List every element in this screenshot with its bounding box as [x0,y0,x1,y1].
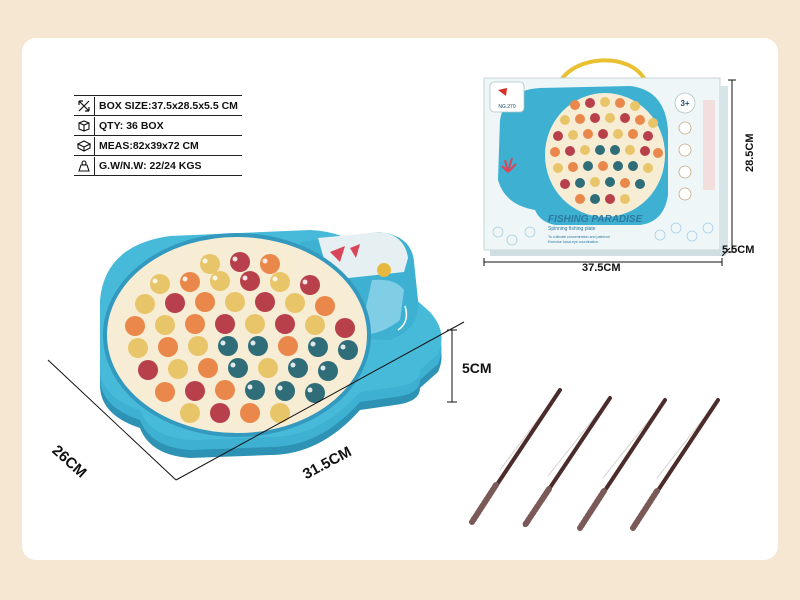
box-title: FISHING PARADISE [548,214,643,225]
spec-row-box-size: BOX SIZE:37.5x28.5x5.5 CM [74,95,242,116]
box-width-label: 37.5CM [582,262,621,274]
box-subtitle: Spinning fishing plate [548,226,596,232]
box-brand: NG.270 [498,104,515,110]
fishing-rod-4 [630,398,720,531]
package-box: NG.270 3+ FISHING PARADISE Spinning fish… [483,58,728,256]
meas-icon [74,136,95,155]
qty-text: QTY: 36 BOX [99,119,164,132]
fishing-rod-3 [577,398,667,531]
box-fish-grid [550,97,663,204]
weight-icon [74,156,95,175]
box-depth-label: 5.5CM [722,244,755,256]
spec-row-qty: QTY: 36 BOX [74,116,242,136]
weight-text: G.W/N.W: 22/24 KGS [99,159,202,172]
fishing-rod-1 [469,388,562,525]
spec-row-meas: MEAS:82x39x72 CM [74,136,242,156]
toy-height-label: 5CM [462,360,492,376]
box-age: 3+ [680,99,689,108]
box-size-icon [74,96,95,115]
qty-icon [74,116,95,135]
box-bullet-2: Exercise hand-eye coordination [548,240,598,244]
fishing-rod-2 [522,396,612,528]
spec-row-weight: G.W/N.W: 22/24 KGS [74,156,242,176]
fishing-toy [100,230,442,458]
box-bullet-1: To cultivate concentration and patience [548,235,610,239]
box-size-text: BOX SIZE:37.5x28.5x5.5 CM [99,99,238,112]
fishing-rods [469,388,720,531]
spec-table: BOX SIZE:37.5x28.5x5.5 CM QTY: 36 BOX ME… [74,95,242,176]
meas-text: MEAS:82x39x72 CM [99,139,199,152]
box-height-label: 28.5CM [744,133,756,172]
